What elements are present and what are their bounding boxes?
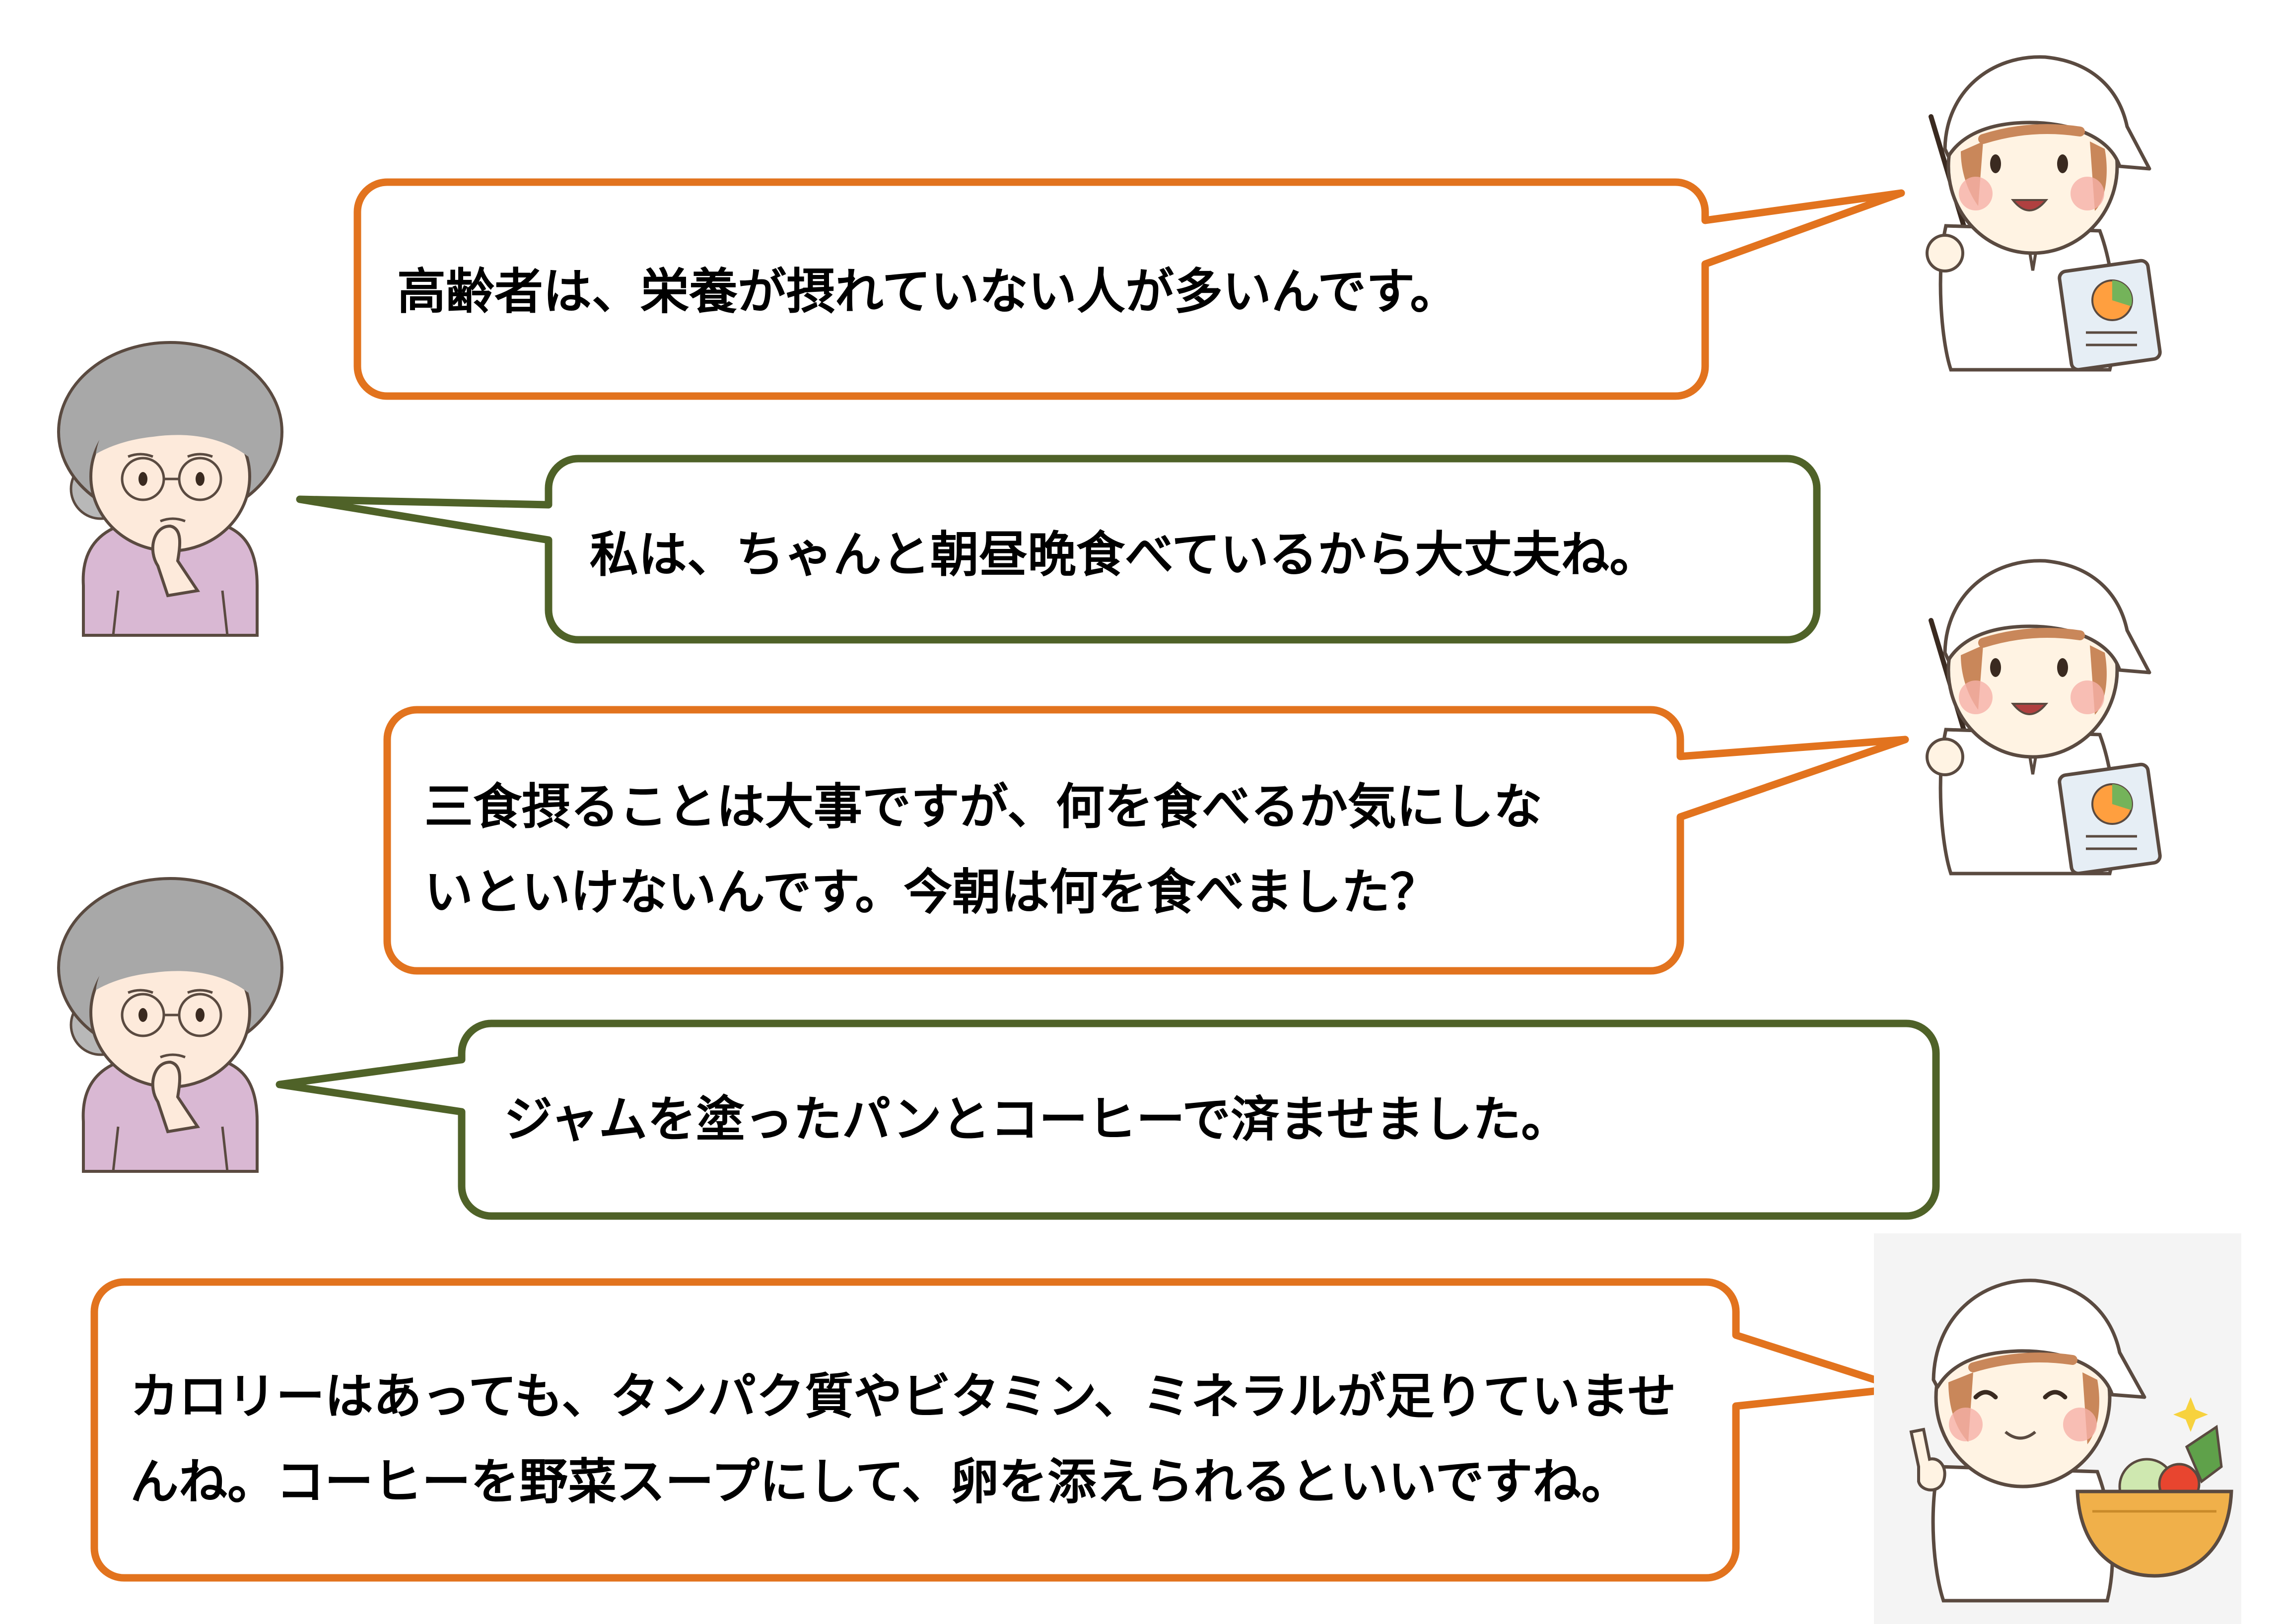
bubble-1-text: 高齢者は、栄養が摂れていない人が多いんです。 (397, 264, 1459, 320)
bubble-3-line-2: いといけないんです。今朝は何を食べました？ (424, 864, 1439, 921)
bubble-5-line-2: んね。コーヒーを野菜スープにして、卵を添えられるといいですね。 (130, 1454, 1630, 1510)
speech-bubble-2 (296, 455, 1821, 644)
bubble-3-text: 三食摂ることは大事ですが、何を食べるか気にしな いといけないんです。今朝は何を食… (424, 764, 1542, 935)
speech-bubble-5 (90, 1278, 1905, 1582)
thinking-elderly-woman-icon (59, 342, 282, 635)
bubble-2-text: 私は、ちゃんと朝昼晩食べているから大丈夫ね。 (590, 527, 1658, 583)
bubble-5-text: カロリーはあっても、タンパク質やビタミン、ミネラルが足りていませ んね。コーヒー… (130, 1354, 1676, 1525)
speech-bubble-4 (276, 1019, 1940, 1220)
bubble-4-text: ジャムを塗ったパンとコーヒーで済ませました。 (504, 1091, 1570, 1148)
speech-bubble-1 (353, 178, 1905, 400)
bubble-5-line-1: カロリーはあっても、タンパク質やビタミン、ミネラルが足りていませ (130, 1368, 1676, 1425)
thinking-elderly-woman-icon (59, 879, 282, 1171)
speech-bubble-3 (383, 706, 1909, 975)
nutritionist-with-vegetable-bowl-icon (1874, 1233, 2241, 1624)
nutritionist-with-pointer-and-chart-icon (1927, 57, 2161, 371)
nutritionist-with-pointer-and-chart-icon (1927, 561, 2161, 875)
bubble-3-line-1: 三食摂ることは大事ですが、何を食べるか気にしな (424, 779, 1543, 835)
